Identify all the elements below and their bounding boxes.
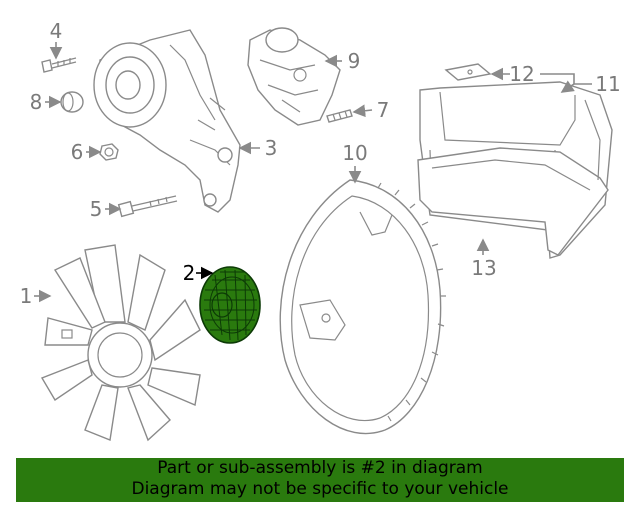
callout-10: 10 <box>342 141 367 165</box>
nut-part-6 <box>99 143 119 161</box>
callout-13: 13 <box>471 256 496 280</box>
callout-1: 1 <box>20 284 33 308</box>
fan-ring-part-10 <box>279 179 446 435</box>
plug-part-8 <box>60 91 84 113</box>
callout-7: 7 <box>377 98 390 122</box>
callout-6: 6 <box>71 140 84 164</box>
callout-8: 8 <box>30 90 43 114</box>
callout-4: 4 <box>50 19 63 43</box>
fan-clutch-part-2 <box>199 266 261 344</box>
callout-2: 2 <box>183 261 196 285</box>
callout-11: 11 <box>595 72 620 96</box>
banner-line-1: Part or sub-assembly is #2 in diagram <box>157 458 483 478</box>
sensor-part-7 <box>326 109 353 123</box>
diagram-notice-banner: Part or sub-assembly is #2 in diagram Di… <box>16 458 624 502</box>
water-pump-assembly <box>93 29 241 213</box>
callout-3: 3 <box>265 136 278 160</box>
callout-12: 12 <box>509 62 534 86</box>
leader-lines <box>34 42 592 303</box>
housing-part-9 <box>247 27 341 126</box>
fan-blades-part-1 <box>40 244 201 442</box>
bolt-part-5 <box>117 195 178 218</box>
fan-shroud-part-11 <box>417 81 613 259</box>
banner-line-2: Diagram may not be specific to your vehi… <box>131 479 509 499</box>
callout-9: 9 <box>348 49 361 73</box>
bracket-part-12 <box>444 63 492 81</box>
callout-5: 5 <box>90 197 103 221</box>
bolt-part-4 <box>41 57 77 73</box>
